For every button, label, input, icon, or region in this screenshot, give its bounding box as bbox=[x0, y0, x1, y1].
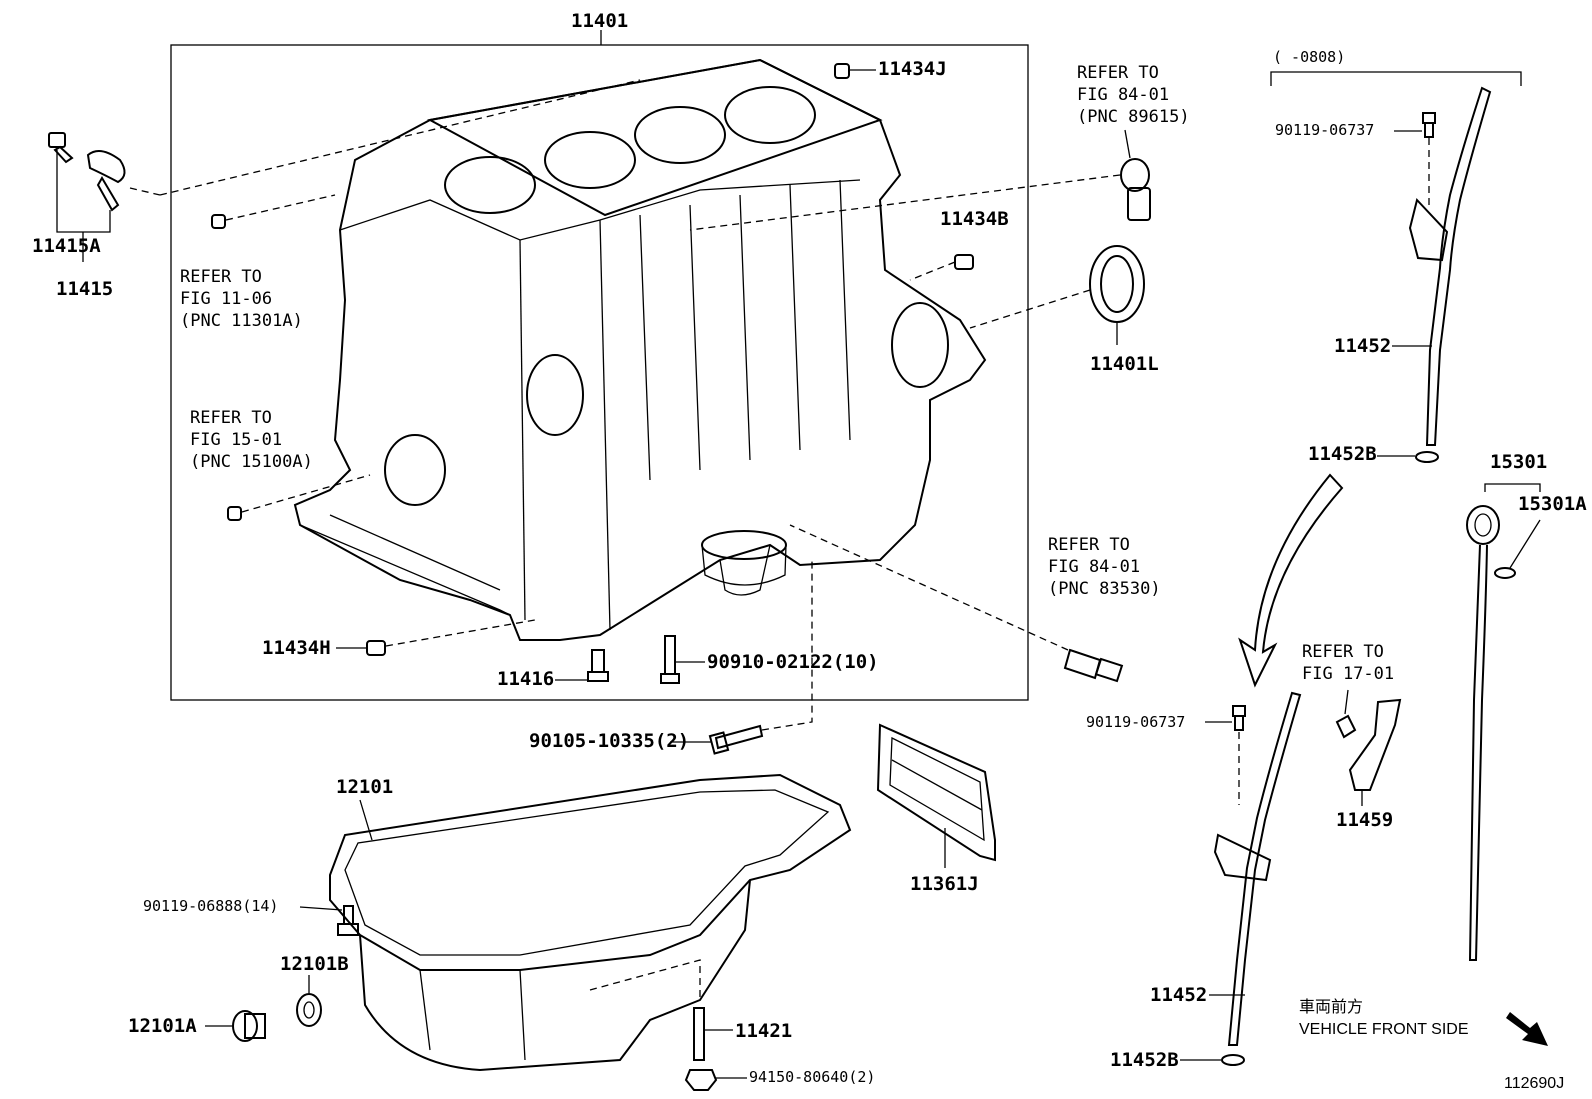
label-11415[interactable]: 11415 bbox=[56, 278, 113, 300]
svg-text:(PNC 83530): (PNC 83530) bbox=[1048, 579, 1161, 599]
bolt-11416 bbox=[587, 649, 609, 682]
label-11452B-bottom[interactable]: 11452B bbox=[1110, 1049, 1179, 1071]
o-ring-11452B-bottom bbox=[1221, 1054, 1245, 1066]
label-11434J[interactable]: 11434J bbox=[878, 58, 947, 80]
oil-level-gauge-guide-top bbox=[1408, 86, 1492, 446]
transition-arrow bbox=[1238, 473, 1344, 688]
label-11401[interactable]: 11401 bbox=[571, 10, 628, 32]
label-15301A[interactable]: 15301A bbox=[1518, 493, 1587, 515]
label-12101[interactable]: 12101 bbox=[336, 776, 393, 798]
svg-text:FIG 84-01: FIG 84-01 bbox=[1077, 85, 1169, 105]
bolt-90105-10335 bbox=[708, 724, 764, 755]
svg-text:FIG 11-06: FIG 11-06 bbox=[180, 289, 272, 309]
label-90119-06888[interactable]: 90119-06888(14) bbox=[143, 897, 278, 915]
knock-sensor bbox=[1120, 158, 1151, 221]
sensor-11415 bbox=[48, 132, 126, 212]
svg-text:(PNC 15100A): (PNC 15100A) bbox=[190, 452, 313, 472]
svg-text:FIG 15-01: FIG 15-01 bbox=[190, 430, 282, 450]
svg-text:REFER TO: REFER TO bbox=[190, 408, 272, 428]
svg-text:(PNC 89615): (PNC 89615) bbox=[1077, 107, 1190, 127]
svg-text:(PNC 11301A): (PNC 11301A) bbox=[180, 311, 303, 331]
label-11452B-top[interactable]: 11452B bbox=[1308, 443, 1377, 465]
label-15301[interactable]: 15301 bbox=[1490, 451, 1547, 473]
label-11401L[interactable]: 11401L bbox=[1090, 353, 1159, 375]
front-direction-arrow bbox=[1506, 1012, 1548, 1046]
range-label: ( -0808) bbox=[1273, 48, 1345, 66]
dowel-upper-left bbox=[211, 214, 226, 229]
label-90910-02122[interactable]: 90910-02122(10) bbox=[707, 651, 879, 673]
cylinder-block-frame bbox=[170, 44, 1029, 701]
refer-fig-15-01[interactable]: REFER TO FIG 15-01 (PNC 15100A) bbox=[190, 408, 313, 472]
refer-fig-84-01-a[interactable]: REFER TO FIG 84-01 (PNC 89615) bbox=[1077, 63, 1190, 127]
cylinder-block bbox=[293, 58, 987, 641]
oil-pressure-switch bbox=[1063, 648, 1124, 683]
label-11452-bottom[interactable]: 11452 bbox=[1150, 984, 1207, 1006]
svg-text:REFER TO: REFER TO bbox=[1302, 642, 1384, 662]
bolt-90910-02122 bbox=[660, 635, 680, 684]
label-11421[interactable]: 11421 bbox=[735, 1020, 792, 1042]
pin-11434B bbox=[954, 254, 974, 270]
bolt-90119-06737-top bbox=[1422, 112, 1436, 138]
svg-text:REFER TO: REFER TO bbox=[1048, 535, 1130, 555]
label-90105-10335[interactable]: 90105-10335(2) bbox=[529, 730, 689, 752]
svg-text:FIG 84-01: FIG 84-01 bbox=[1048, 557, 1140, 577]
baffle-plate-11361J bbox=[876, 723, 996, 862]
dowel-lower-left bbox=[227, 506, 242, 521]
pin-11434H bbox=[366, 640, 386, 656]
refer-fig-17-01[interactable]: REFER TO FIG 17-01 bbox=[1302, 642, 1394, 684]
oil-level-gauge-guide-bottom bbox=[1213, 691, 1302, 1046]
label-90119-06737-top[interactable]: 90119-06737 bbox=[1275, 121, 1374, 139]
nut-94150-80640 bbox=[684, 1069, 718, 1091]
oil-level-gauge-15301 bbox=[1466, 505, 1500, 961]
stud-11421 bbox=[693, 1007, 705, 1061]
svg-text:REFER TO: REFER TO bbox=[1077, 63, 1159, 83]
label-90119-06737-bottom[interactable]: 90119-06737 bbox=[1086, 713, 1185, 731]
gasket-12101B bbox=[296, 993, 322, 1027]
pin-11434J bbox=[834, 63, 850, 79]
drawing-number: 112690J bbox=[1504, 1075, 1564, 1092]
o-ring-15301A bbox=[1494, 567, 1516, 579]
label-12101A[interactable]: 12101A bbox=[128, 1015, 197, 1037]
bolt-90119-06737-bottom bbox=[1232, 705, 1246, 731]
label-94150-80640[interactable]: 94150-80640(2) bbox=[749, 1068, 875, 1086]
label-11434B[interactable]: 11434B bbox=[940, 208, 1009, 230]
clamp-11459 bbox=[1335, 698, 1402, 791]
svg-text:FIG 17-01: FIG 17-01 bbox=[1302, 664, 1394, 684]
oil-seal-11401L bbox=[1089, 245, 1145, 323]
oil-pan-12101 bbox=[329, 773, 852, 1072]
refer-fig-11-06[interactable]: REFER TO FIG 11-06 (PNC 11301A) bbox=[180, 267, 303, 331]
label-11459[interactable]: 11459 bbox=[1336, 809, 1393, 831]
drain-plug-12101A bbox=[232, 1010, 266, 1042]
label-11434H[interactable]: 11434H bbox=[262, 637, 331, 659]
direction-label-jp: 車両前方 bbox=[1299, 998, 1363, 1016]
label-12101B[interactable]: 12101B bbox=[280, 953, 349, 975]
svg-text:REFER TO: REFER TO bbox=[180, 267, 262, 287]
bolt-90119-06888 bbox=[337, 905, 359, 936]
label-11452-top[interactable]: 11452 bbox=[1334, 335, 1391, 357]
o-ring-11452B-top bbox=[1415, 451, 1439, 463]
label-11416[interactable]: 11416 bbox=[497, 668, 554, 690]
direction-label-en: VEHICLE FRONT SIDE bbox=[1299, 1021, 1469, 1038]
label-11415A[interactable]: 11415A bbox=[32, 235, 101, 257]
label-11361J[interactable]: 11361J bbox=[910, 873, 979, 895]
refer-fig-84-01-b[interactable]: REFER TO FIG 84-01 (PNC 83530) bbox=[1048, 535, 1161, 599]
